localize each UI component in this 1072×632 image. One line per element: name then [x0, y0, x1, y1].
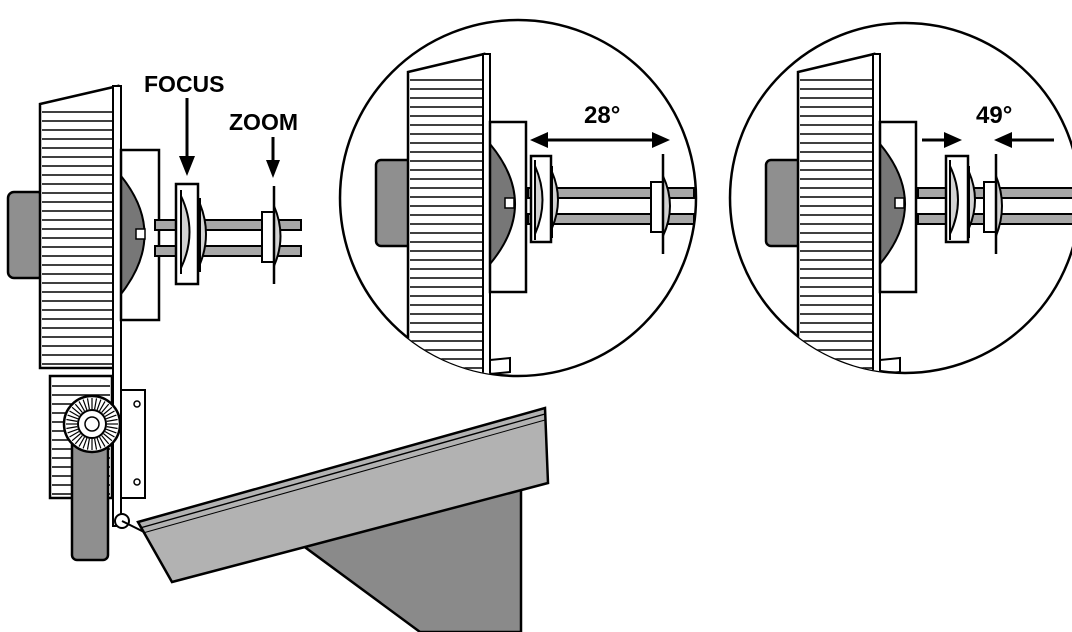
- knob-tooth: [94, 438, 98, 450]
- side-bracket: [120, 389, 146, 499]
- detail-circle-wide: 49°: [728, 21, 1072, 375]
- zoom-arrow: [266, 137, 280, 178]
- knob-tooth: [66, 426, 78, 430]
- knob-tooth: [103, 433, 113, 442]
- zoom-lens-carrier: [261, 211, 275, 263]
- knob-tooth: [106, 426, 118, 430]
- knob-tooth: [71, 433, 81, 442]
- knob-tooth: [98, 401, 106, 412]
- detail-circle-narrow: 28°: [338, 18, 698, 378]
- knob-tooth: [104, 410, 115, 418]
- knob-tooth: [78, 436, 86, 447]
- bracket-post: [70, 438, 110, 562]
- knob-tooth: [86, 438, 90, 450]
- knob-tooth: [103, 406, 113, 415]
- narrow-angle-arrow: [530, 132, 670, 148]
- knob-tooth: [69, 430, 80, 438]
- heatsink-housing: [38, 84, 120, 370]
- lamp-tip: [135, 228, 146, 240]
- tilt-knob: [62, 394, 122, 454]
- knob-tooth: [96, 399, 102, 411]
- focus-arrow: [179, 98, 195, 176]
- knob-tooth: [82, 437, 88, 449]
- knob-tooth: [74, 403, 83, 413]
- knob-tooth: [101, 403, 110, 413]
- main-fixture: FOCUS ZOOM: [6, 71, 550, 632]
- wide-angle-arrow-right: [994, 132, 1054, 148]
- knob-tooth: [78, 401, 86, 412]
- knob-tooth: [69, 410, 80, 418]
- knob-tooth: [104, 430, 115, 438]
- knob-tooth: [82, 399, 88, 411]
- knob-tooth: [105, 428, 117, 434]
- reflector-frame: [119, 148, 161, 322]
- angle-label-49: 49°: [976, 102, 1012, 129]
- knob-tooth: [86, 398, 90, 410]
- zoom-label: ZOOM: [229, 109, 298, 135]
- knob-tooth: [71, 406, 81, 415]
- visor: [136, 406, 550, 632]
- visor-top: [136, 406, 550, 584]
- optic-rail-lower: [154, 245, 302, 257]
- knob-tooth: [94, 398, 98, 410]
- knob-tooth: [98, 436, 106, 447]
- knob-tooth: [106, 418, 118, 422]
- knob-tooth: [101, 435, 110, 445]
- knob-tooth: [96, 437, 102, 449]
- angle-label-28: 28°: [584, 102, 620, 129]
- wide-angle-arrow-left: [922, 132, 962, 148]
- knob-tooth: [66, 418, 78, 422]
- knob-tooth: [67, 414, 79, 420]
- focus-label: FOCUS: [144, 71, 225, 97]
- knob-tooth: [105, 414, 117, 420]
- rear-cap: [6, 190, 46, 280]
- heatsink-fins: [42, 111, 116, 365]
- knob-tooth: [74, 435, 83, 445]
- knob-tooth: [67, 428, 79, 434]
- optic-rail-upper: [154, 219, 302, 231]
